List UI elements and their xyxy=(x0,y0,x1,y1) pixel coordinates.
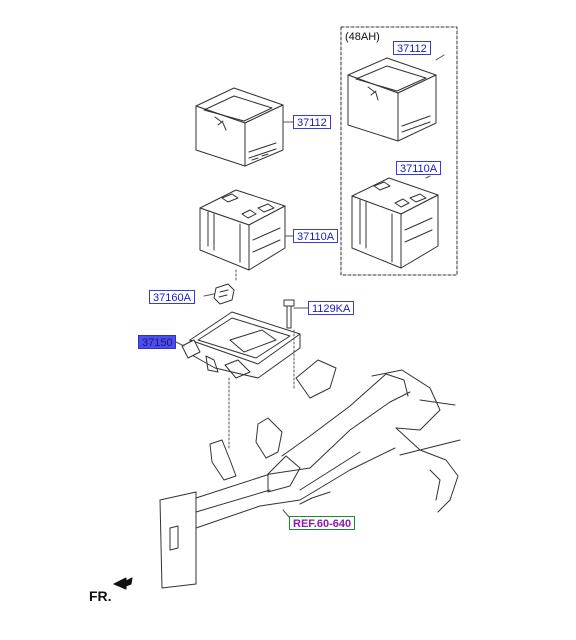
callout-battery-48ah[interactable]: 37110A xyxy=(396,161,442,175)
battery-cover-main xyxy=(195,87,284,167)
battery-48ah xyxy=(351,177,439,269)
callout-battery-main[interactable]: 37110A xyxy=(293,229,339,243)
group-label-48ah: (48AH) xyxy=(345,31,380,43)
battery-cover-48ah xyxy=(347,57,437,142)
battery-main xyxy=(199,189,286,271)
callout-tray-bolt[interactable]: 1129KA xyxy=(308,301,355,315)
callout-battery-cover-main[interactable]: 37112 xyxy=(293,115,331,129)
battery-tray xyxy=(181,311,301,379)
callout-battery-tray[interactable]: 37150 xyxy=(138,335,176,349)
callout-reference[interactable]: REF.60-640 xyxy=(289,516,356,530)
callout-battery-clamp[interactable]: 37160A xyxy=(149,290,195,304)
vehicle-body-frame xyxy=(159,359,461,589)
battery-clamp xyxy=(213,283,235,305)
callout-battery-cover-48ah[interactable]: 37112 xyxy=(393,41,431,55)
leader-lines xyxy=(175,54,445,519)
tray-bolt xyxy=(283,299,295,329)
front-direction-label: FR. xyxy=(89,588,112,604)
group-48ah-box xyxy=(340,26,458,276)
front-direction-arrow xyxy=(113,577,133,590)
